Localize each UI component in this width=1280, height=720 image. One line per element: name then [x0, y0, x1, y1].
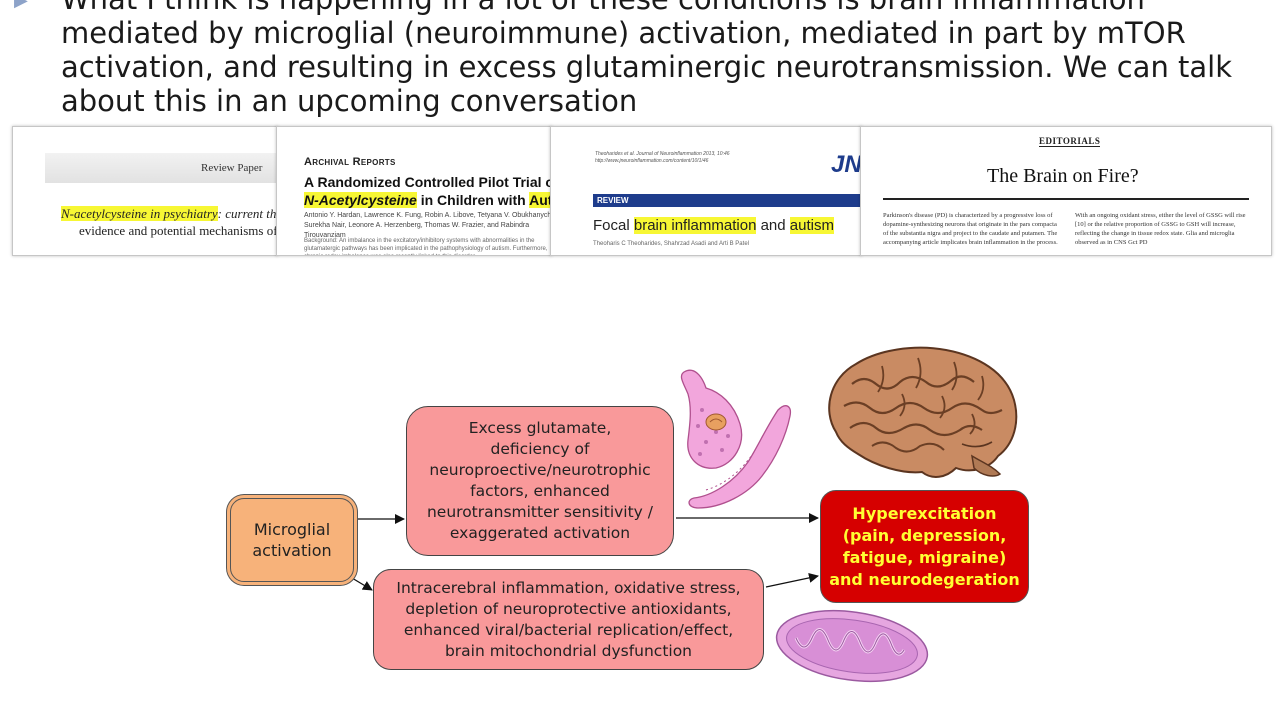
paper-title-highlight: brain inflammation — [633, 217, 757, 234]
excess-glutamate-label: Excess glutamate, deficiency of neuropro… — [426, 419, 654, 542]
intracerebral-inflammation-label: Intracerebral inflammation, oxidative st… — [396, 578, 741, 660]
journal-logo-main: JN — [831, 151, 862, 178]
paper-title-line2: N-Acetylcysteine in Children with Autism — [304, 192, 551, 208]
microglial-activation-box: Microglial activation — [230, 498, 354, 582]
paper-column-1: Parkinson's disease (PD) is characterize… — [883, 212, 1058, 246]
brain-icon — [828, 346, 1018, 478]
paper-section-label: EDITORIALS — [1039, 136, 1101, 147]
paper-title-pre: Focal — [593, 217, 634, 234]
bullet-triangle-icon: ▶ — [14, 0, 28, 10]
paper-title: The Brain on Fire? — [987, 165, 1139, 187]
hyperexcitation-box: Hyperexcitation (pain, depression, fatig… — [820, 490, 1029, 603]
paper-journal-line: Theoharides et al. Journal of Neuroinfla… — [595, 151, 730, 164]
paper-title-line1: N-acetylcysteine in psychiatry: current … — [61, 206, 277, 222]
paper-title-highlight-2: autism — [789, 217, 834, 234]
paper-title-highlight: N-Acetylcysteine — [304, 192, 417, 208]
paper-title-line1: A Randomized Controlled Pilot Trial of O… — [304, 174, 551, 190]
paper-title-rule — [883, 198, 1249, 200]
paper-background-text: Background: An imbalance in the excitato… — [304, 238, 548, 255]
arrow-inflammation-to-hyperexcitation — [765, 572, 819, 588]
bullet-text: What I think is happening in a lot of th… — [61, 0, 1233, 118]
paper-thumbnail-nac-psychiatry: Review Paper N-acetylcysteine in psychia… — [12, 126, 278, 256]
paper-column-2: With an ongoing oxidant stress, either t… — [1075, 212, 1246, 246]
paper-title-mid: and — [756, 217, 790, 234]
intracerebral-inflammation-box: Intracerebral inflammation, oxidative st… — [373, 569, 764, 670]
mitochondrion-icon — [775, 609, 929, 683]
paper-section-banner: REVIEW — [593, 194, 861, 207]
paper-title-highlight: N-acetylcysteine in psychiatry — [61, 206, 218, 221]
paper-header-bar — [45, 153, 277, 183]
synapse-icon — [680, 369, 792, 509]
paper-authors: Antonio Y. Hardan, Lawrence K. Fung, Rob… — [304, 212, 552, 239]
paper-title-line2: evidence and potential mechanisms of act… — [79, 223, 278, 238]
arrow-microglia-to-inflammation — [351, 577, 373, 591]
excess-glutamate-box: Excess glutamate, deficiency of neuropro… — [406, 406, 674, 556]
paper-title: Focal brain inflammation and autism — [593, 217, 834, 234]
paper-thumbnail-nac-autism-trial: Archival Reports A Randomized Controlled… — [276, 126, 552, 256]
paper-title-mid: in Children with — [416, 192, 530, 208]
paper-thumbnail-focal-inflammation: Theoharides et al. Journal of Neuroinfla… — [550, 126, 862, 256]
paper-thumbnail-brain-on-fire: EDITORIALS The Brain on Fire? Parkinson'… — [860, 126, 1272, 256]
paper-authors: Theoharis C Theoharides, Shahrzad Asadi … — [593, 241, 749, 247]
paper-section-label: Review Paper — [201, 162, 263, 174]
paper-title-rest: : current therapeutic — [217, 206, 277, 221]
journal-logo: JNI — [831, 151, 862, 179]
hyperexcitation-label: Hyperexcitation (pain, depression, fatig… — [829, 503, 1020, 589]
paper-title-highlight-2: Autism — [529, 192, 551, 208]
paper-kicker: Archival Reports — [304, 156, 396, 168]
microglial-activation-label: Microglial activation — [252, 520, 332, 560]
